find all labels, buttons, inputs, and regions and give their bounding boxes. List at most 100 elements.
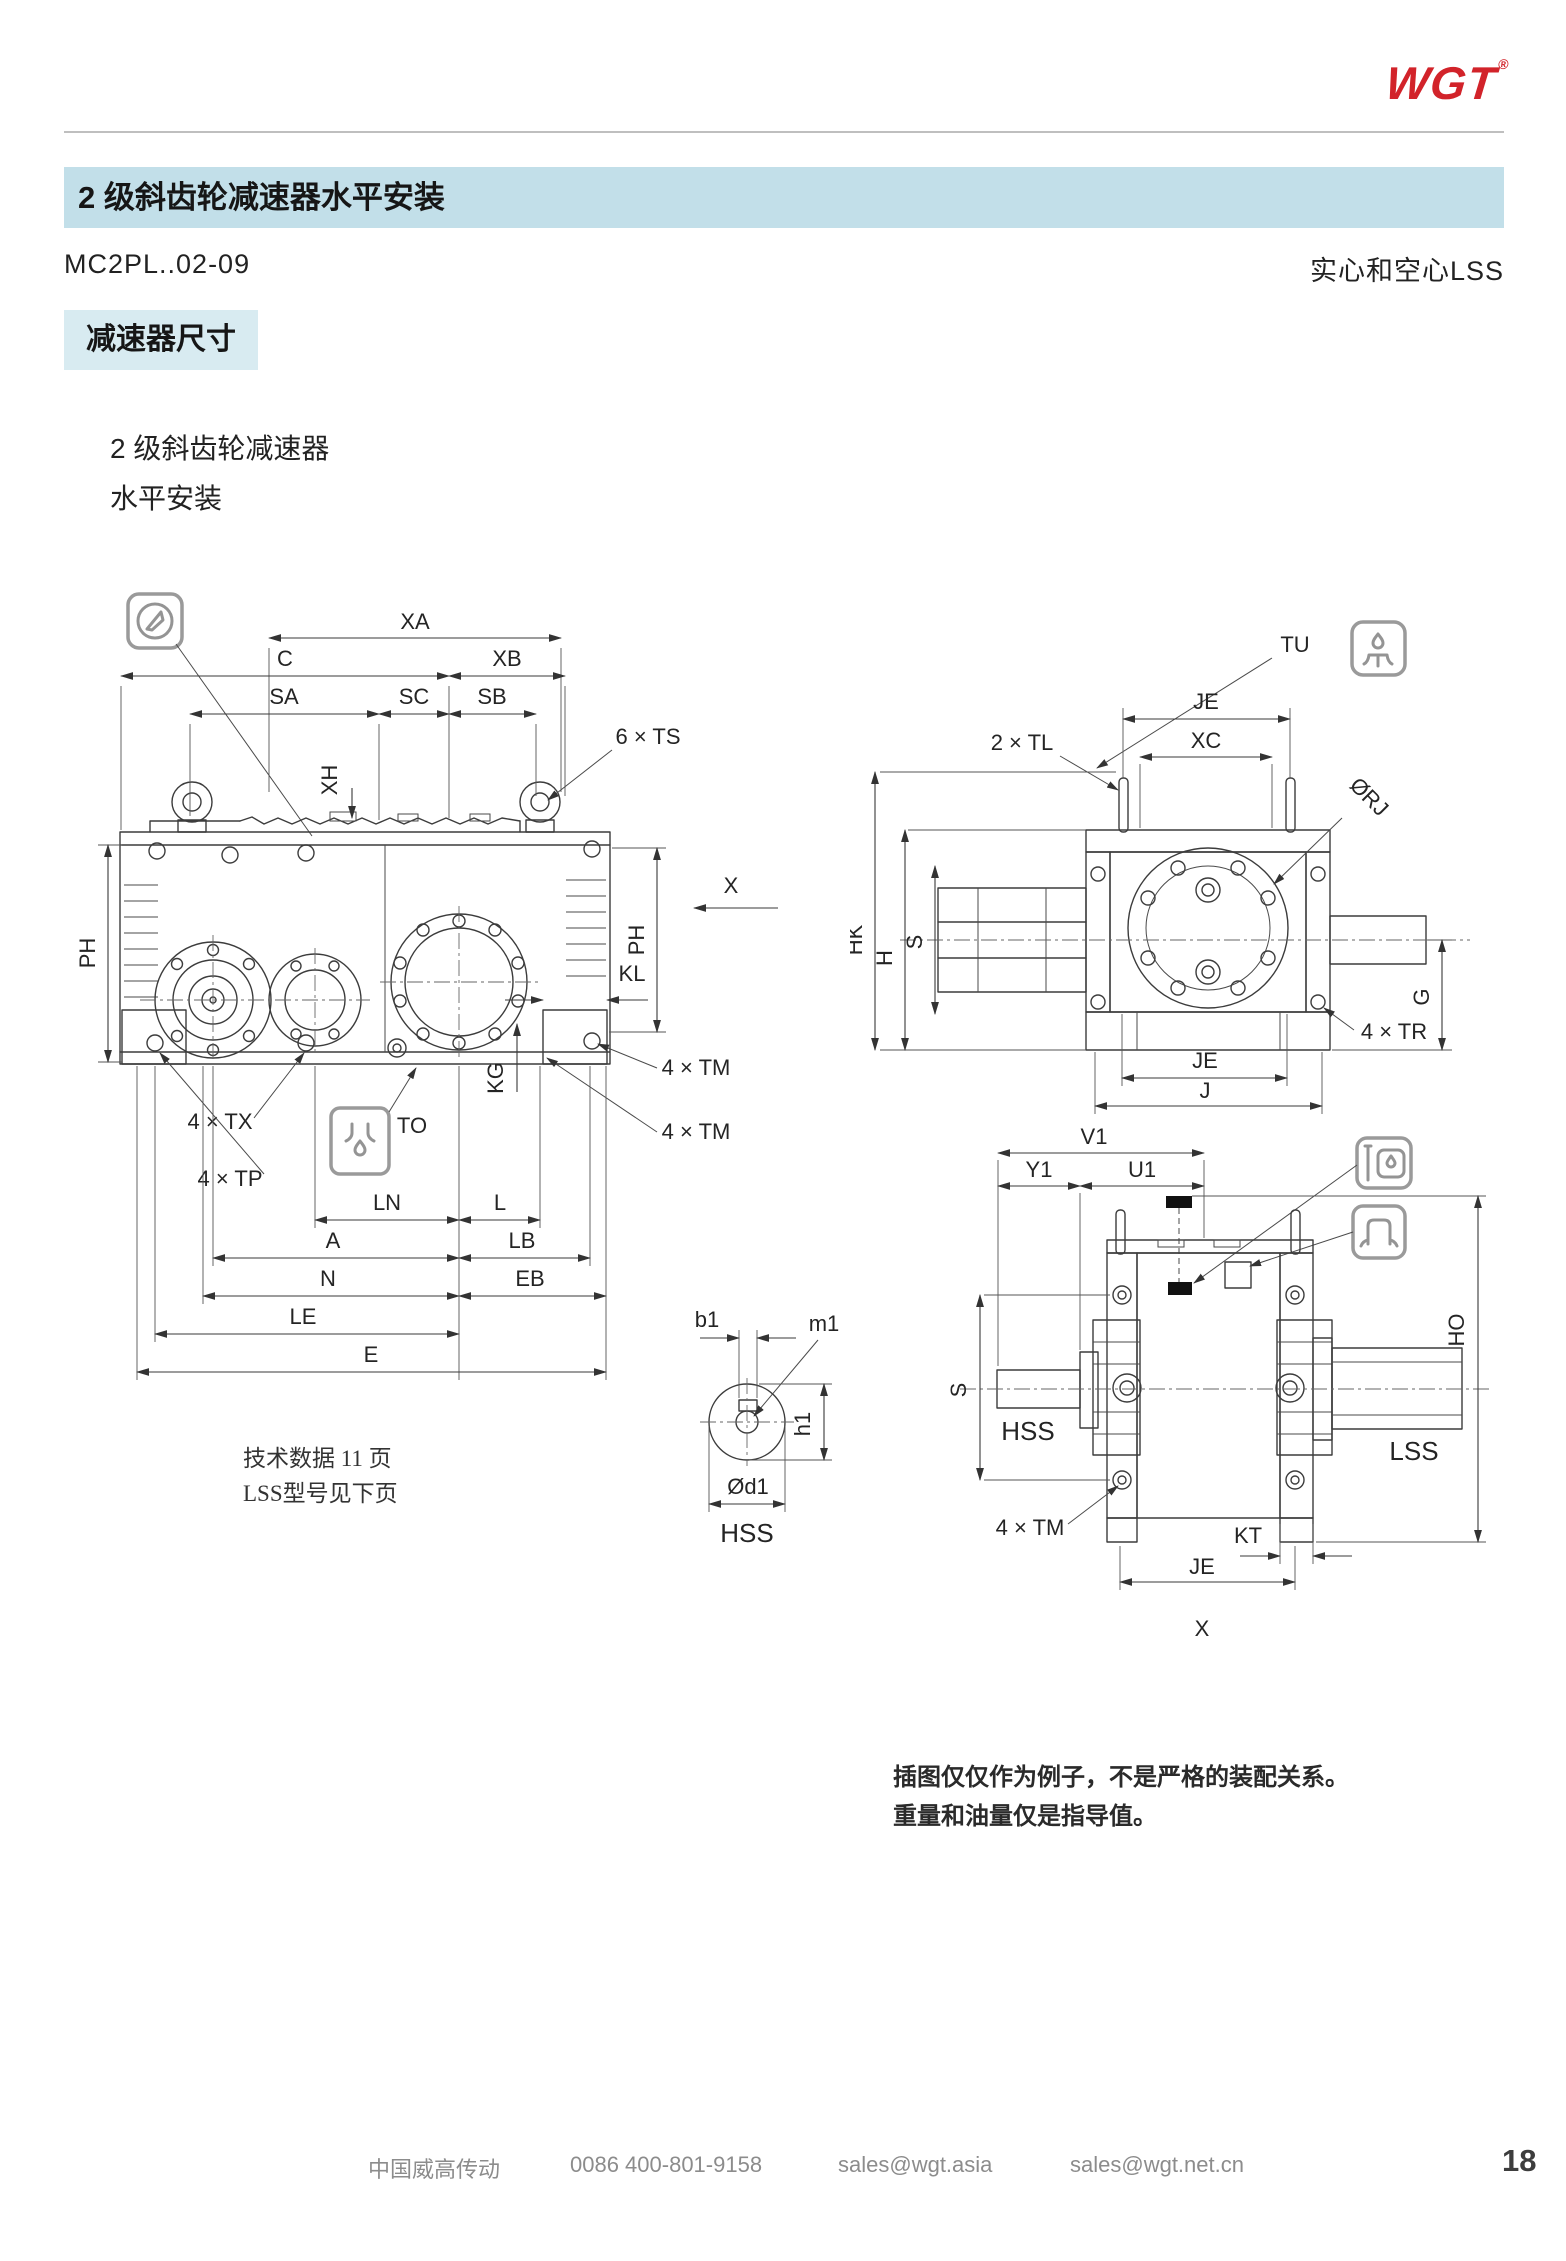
drawing-caption-line2: 水平安装: [110, 483, 223, 514]
dim-label-XH: XH: [317, 765, 342, 796]
dim-label-6xTS: 6 × TS: [615, 724, 680, 749]
dim-label-U1: U1: [1128, 1157, 1156, 1182]
dim-label-ORJ: ØRJ: [1345, 772, 1394, 821]
dim-label-KG: KG: [483, 1062, 508, 1094]
dim-label-A: A: [326, 1228, 341, 1253]
rear-view-drawing: V1 Y1 U1: [946, 1125, 1490, 1641]
shaft-label-LSS: LSS: [1389, 1436, 1438, 1466]
view-label-X-rear: X: [1195, 1616, 1210, 1641]
oil-drain-icon: [329, 1106, 391, 1176]
dim-label-E: E: [364, 1342, 379, 1367]
shaft-type-note: 实心和空心LSS: [1309, 256, 1504, 286]
dim-label-KT: KT: [1234, 1523, 1262, 1548]
gearbox-housing-front: [119, 781, 611, 1065]
dim-label-m1: m1: [809, 1311, 840, 1336]
dim-label-4xTX: 4 × TX: [187, 1109, 252, 1134]
dim-label-TU: TU: [1280, 632, 1309, 657]
mounting-bracket-icon: [1249, 1204, 1407, 1267]
dim-label-4xTR: 4 × TR: [1361, 1019, 1427, 1044]
dim-label-HK: HK: [850, 924, 867, 955]
dim-label-G: G: [1409, 988, 1434, 1005]
rear-dimensions: S HO 4 × TM KT JE X: [946, 1194, 1486, 1641]
dim-label-C: C: [277, 646, 293, 671]
dim-label-PH-left: PH: [75, 938, 100, 969]
cooling-ribs: [124, 879, 606, 998]
drawing-caption: 2 级斜齿轮减速器 水平安装: [110, 424, 329, 524]
registered-mark: ®: [1497, 56, 1511, 72]
dim-label-2xTL: 2 × TL: [991, 730, 1054, 755]
shaft-detail-dimensions: b1 m1 h1 Ød1 HSS: [695, 1307, 840, 1548]
dim-label-JE-rear: JE: [1189, 1554, 1215, 1579]
dim-label-S-rear: S: [946, 1383, 971, 1398]
footer-phone: 0086 400-801-9158: [570, 2152, 763, 2177]
front-side-dimensions: PH PH X KL KG: [75, 843, 778, 1094]
bearing-flanges: [140, 906, 540, 1060]
disclaimer-line1: 插图仅仅作为例子，不是严格的装配关系。: [893, 1764, 1349, 1791]
dim-label-XB: XB: [492, 646, 521, 671]
model-row: MC2PL..02-09 实心和空心LSS: [64, 249, 1504, 288]
reference-note-line2: LSS型号见下页: [243, 1481, 398, 1506]
model-code: MC2PL..02-09: [64, 249, 251, 279]
gearbox-housing-side: [900, 777, 1470, 1051]
dim-label-d1: Ød1: [727, 1474, 769, 1499]
side-dimensions: JE XC 2 × TL ØRJ HK H S G 4 × TR: [850, 689, 1452, 1114]
dim-label-LB: LB: [509, 1228, 536, 1253]
side-view-drawing: TU: [850, 620, 1470, 1114]
dim-label-4xTM-rear: 4 × TM: [996, 1515, 1065, 1540]
dim-label-JE-top: JE: [1193, 689, 1219, 714]
wgt-logo: WGT®: [1383, 56, 1511, 109]
dim-label-h1: h1: [790, 1412, 815, 1436]
dim-label-S-side: S: [902, 935, 927, 950]
footer-email-asia: sales@wgt.asia: [838, 2152, 993, 2177]
dim-label-EB: EB: [515, 1266, 544, 1291]
dim-label-N: N: [320, 1266, 336, 1291]
oil-sight-glass-icon: [126, 592, 313, 837]
header-divider: [64, 131, 1504, 133]
oil-dipstick-icon: [1193, 1136, 1413, 1284]
shaft-detail-label-HSS: HSS: [720, 1518, 773, 1548]
dim-label-TO: TO: [397, 1113, 427, 1138]
dim-label-L: L: [494, 1190, 506, 1215]
dim-label-J: J: [1200, 1078, 1211, 1103]
disclaimer-note: 插图仅仅作为例子，不是严格的装配关系。 重量和油量仅是指导值。: [893, 1758, 1349, 1836]
front-top-dimensions: XA C XB SA SC SB 6 × TS XH: [119, 609, 681, 830]
rear-top-dimensions: V1 Y1 U1: [996, 1125, 1206, 1366]
dim-label-b1: b1: [695, 1307, 719, 1332]
dim-label-XA: XA: [400, 609, 430, 634]
shaft-end-detail-drawing: b1 m1 h1 Ød1 HSS: [695, 1307, 840, 1548]
dim-label-SC: SC: [399, 684, 430, 709]
dim-label-PH-right: PH: [624, 925, 649, 956]
front-leaders: 4 × TX 4 × TP TO 4 × TM 4 × TM: [159, 1043, 731, 1191]
view-arrow-label-X: X: [724, 873, 739, 898]
front-view-drawing: XA C XB SA SC SB 6 × TS XH: [75, 592, 778, 1380]
dim-label-Y1: Y1: [1026, 1157, 1053, 1182]
dim-label-SA: SA: [269, 684, 299, 709]
dim-label-HO: HO: [1444, 1314, 1469, 1347]
reference-note-line1: 技术数据 11 页: [243, 1446, 392, 1471]
dim-label-4xTM-2: 4 × TM: [662, 1119, 731, 1144]
footer-email-cn: sales@wgt.net.cn: [1070, 2152, 1244, 2177]
dim-label-JE-bottom: JE: [1192, 1048, 1218, 1073]
footer-company: 中国威高传动: [368, 2157, 501, 2182]
drawing-caption-line1: 2 级斜齿轮减速器: [110, 433, 330, 464]
dim-label-4xTM-1: 4 × TM: [662, 1055, 731, 1080]
reference-note: 技术数据 11 页 LSS型号见下页: [243, 1441, 398, 1511]
dim-label-XC: XC: [1191, 728, 1222, 753]
housing-bolts: [146, 840, 601, 1058]
dim-label-LE: LE: [290, 1304, 317, 1329]
dim-label-KL: KL: [619, 961, 646, 986]
section-label: 减速器尺寸: [64, 310, 258, 370]
gearbox-housing-rear: [960, 1196, 1490, 1543]
dim-label-V1: V1: [1081, 1125, 1108, 1149]
disclaimer-line2: 重量和油量仅是指导值。: [893, 1803, 1157, 1830]
shaft-label-HSS: HSS: [1001, 1416, 1054, 1446]
breather-icon: [1350, 620, 1407, 677]
dim-label-LN: LN: [373, 1190, 401, 1215]
dim-label-4xTP: 4 × TP: [197, 1166, 262, 1191]
shaft-end-section: [700, 1378, 794, 1466]
dim-label-SB: SB: [477, 684, 506, 709]
page-title: 2 级斜齿轮减速器水平安装: [64, 167, 1504, 228]
page-number: 18: [1502, 2143, 1537, 2178]
flange-bolts-side: [1090, 860, 1326, 1010]
